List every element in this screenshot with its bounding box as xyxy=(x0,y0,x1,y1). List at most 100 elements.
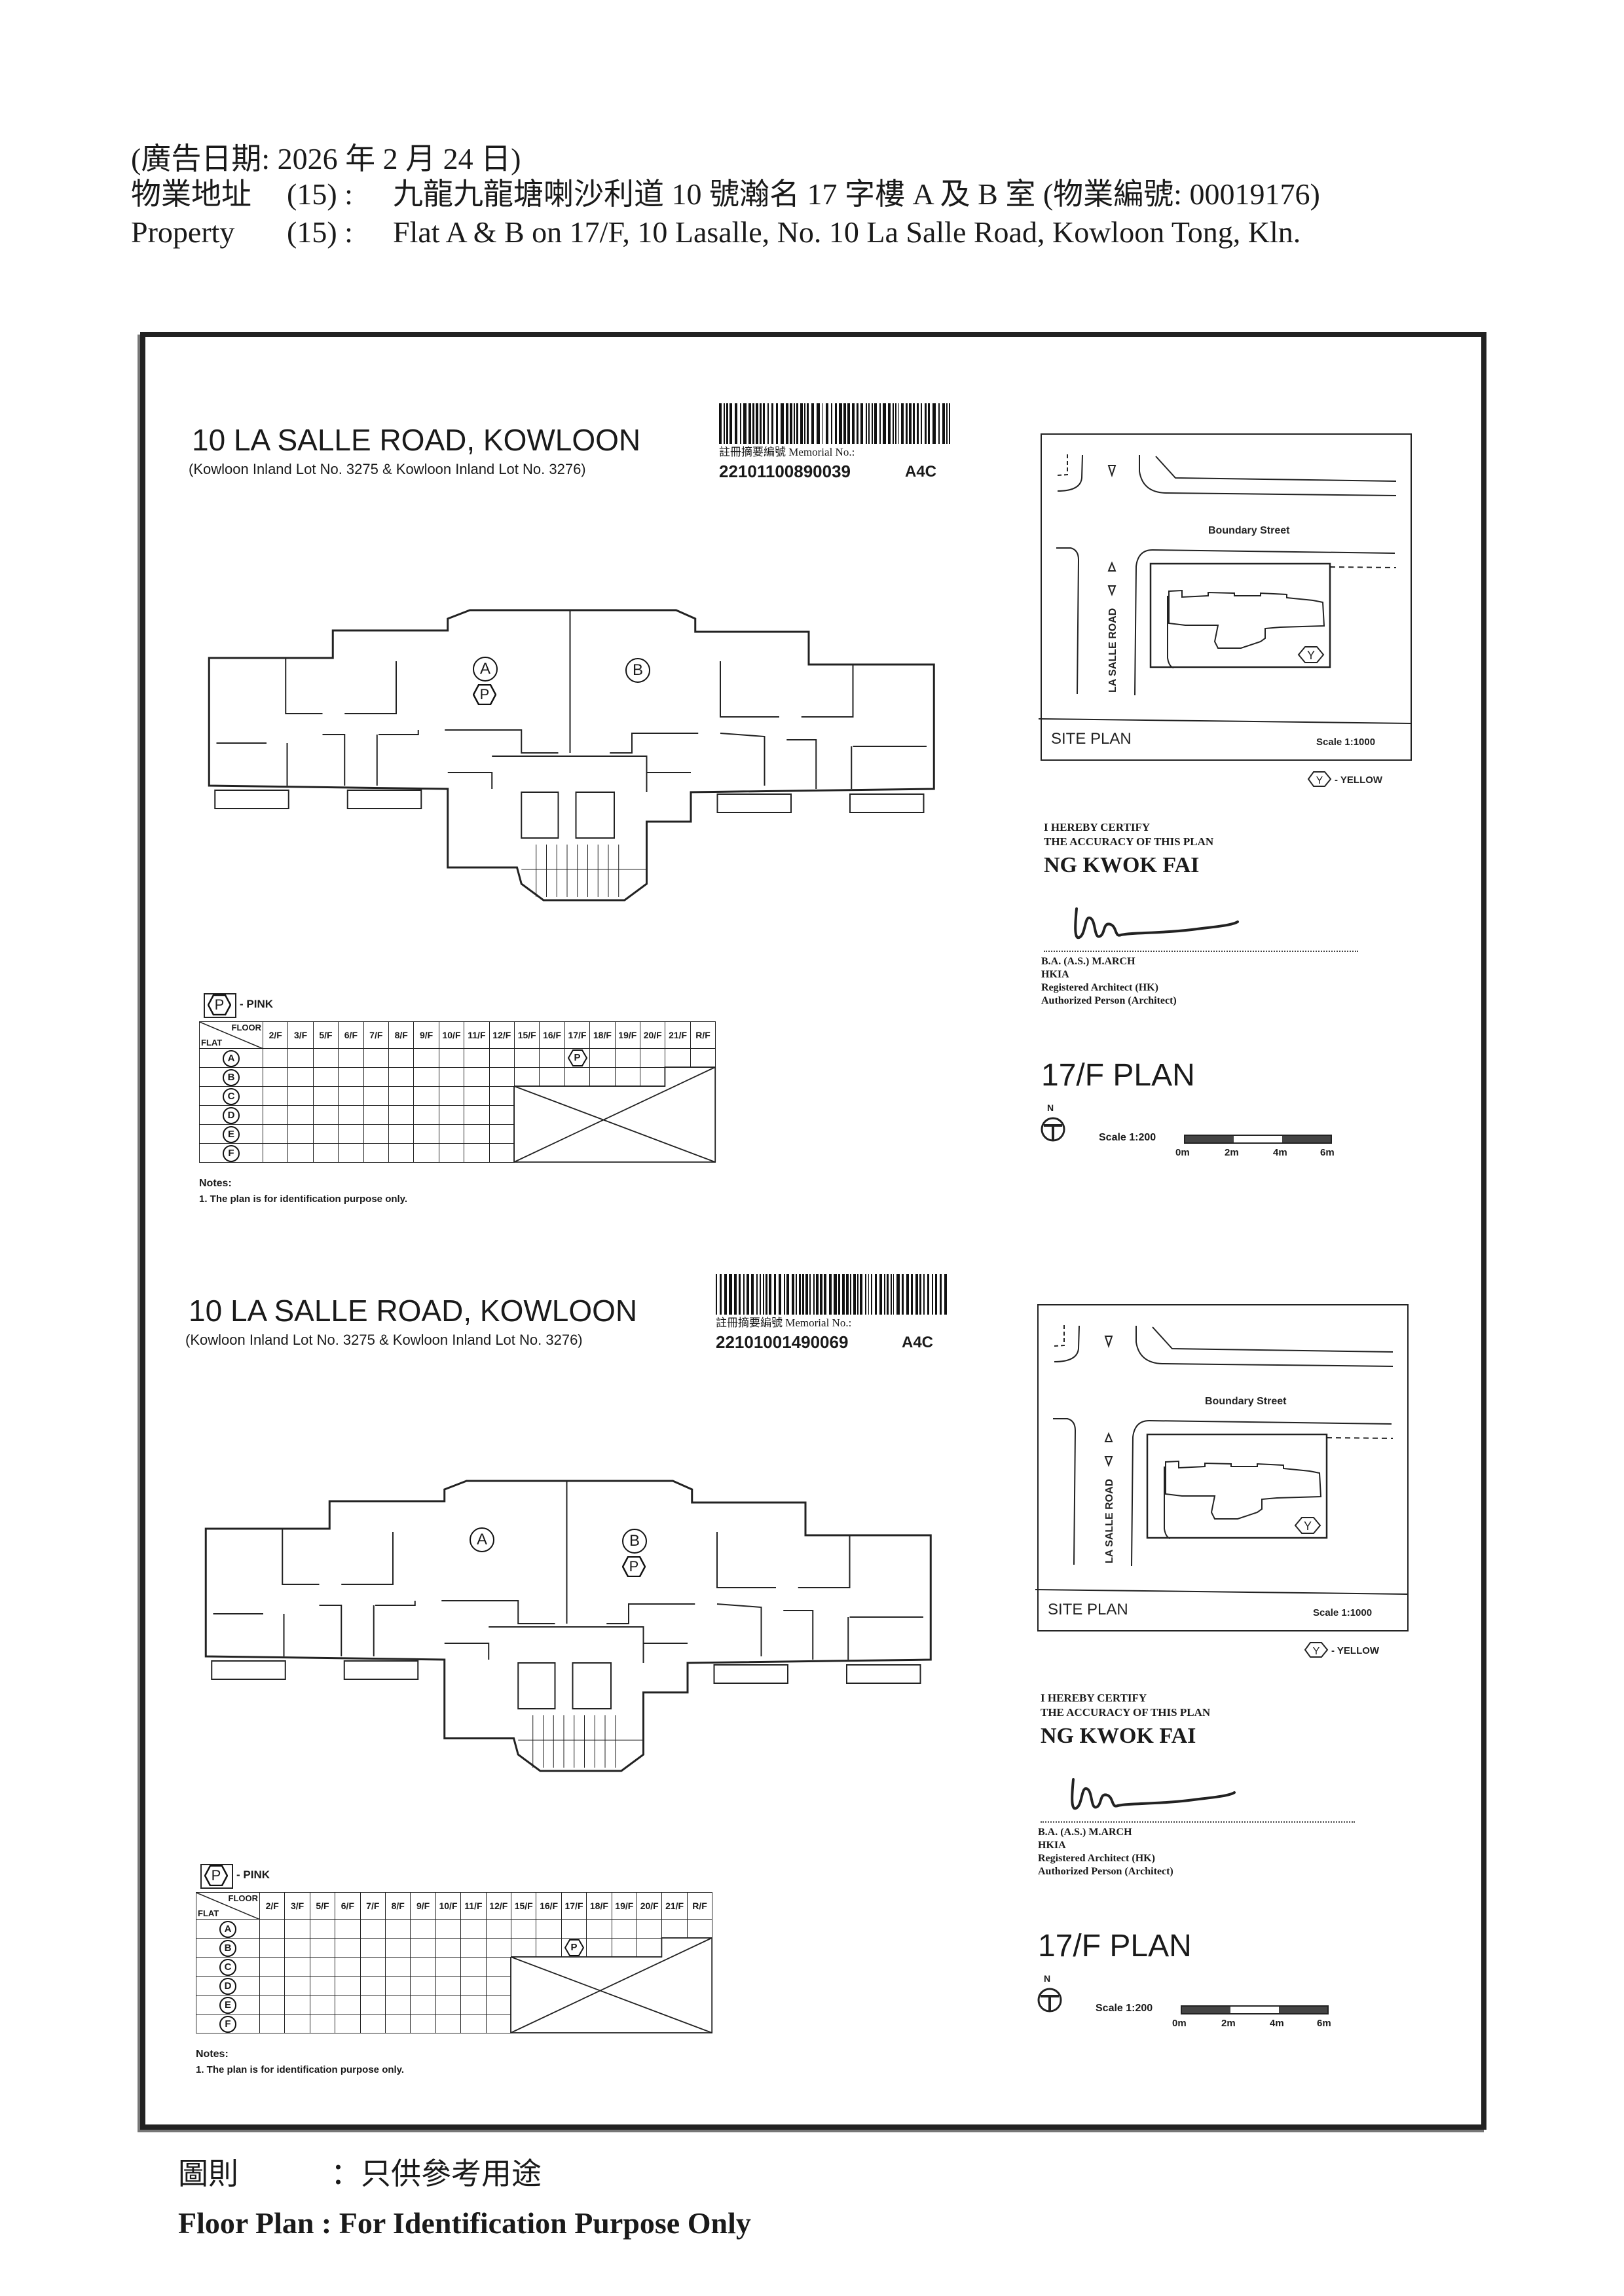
pink-legend-box: P xyxy=(200,1864,233,1889)
barcode-bar xyxy=(809,1274,811,1315)
barcode-bar xyxy=(813,1274,815,1315)
barcode-bar xyxy=(911,1274,913,1315)
architect-qualification-4: Authorized Person (Architect) xyxy=(1041,995,1177,1006)
barcode-bar xyxy=(893,1274,895,1315)
scale-bar xyxy=(1184,1135,1332,1144)
boundary-street-label: Boundary Street xyxy=(1205,1396,1287,1407)
barcode-bar xyxy=(849,1274,851,1315)
site-plan-scale: Scale 1:1000 xyxy=(1316,737,1375,748)
flat-circle-label: A xyxy=(219,1921,236,1938)
north-label: N xyxy=(1044,1973,1051,1984)
address-zh-label: 物業地址 xyxy=(131,177,251,211)
pink-legend-letter: P xyxy=(211,1867,221,1884)
barcode-bar xyxy=(793,403,796,444)
barcode-bar xyxy=(944,1274,947,1315)
notes-title: Notes: xyxy=(196,2049,229,2060)
barcode-bar xyxy=(859,1274,862,1315)
table-corner-floor: FLOOR xyxy=(231,1023,262,1032)
table-corner-flat: FLAT xyxy=(201,1038,223,1048)
building-title: 10 LA SALLE ROAD, KOWLOON xyxy=(189,1294,638,1328)
drawing-scale: Scale 1:200 xyxy=(1099,1132,1156,1143)
scale-tick-2: 2m xyxy=(1225,1147,1239,1158)
barcode-bar xyxy=(791,1274,794,1315)
flat-circle-label: E xyxy=(223,1126,240,1143)
barcode-bar xyxy=(868,403,870,444)
barcode-bar xyxy=(879,403,881,444)
barcode-bar xyxy=(838,1274,841,1315)
barcode-bar xyxy=(729,1274,732,1315)
barcode-bar xyxy=(816,1274,819,1315)
memorial-label: 註冊摘要編號 Memorial No.: xyxy=(719,446,855,459)
site-plan: Boundary Street LA SALLE ROAD SITE PLAN … xyxy=(1038,433,1412,787)
footer-zh-value: ：只供參考用途 xyxy=(331,2157,542,2191)
barcode-bar xyxy=(927,403,931,444)
barcode-bar xyxy=(756,1274,758,1315)
barcode-bar xyxy=(886,1274,889,1315)
north-arrow-icon xyxy=(1037,1988,1062,2013)
barcode-bar xyxy=(755,403,759,444)
barcode-bar xyxy=(846,1274,849,1315)
lot-number: (Kowloon Inland Lot No. 3275 & Kowloon I… xyxy=(185,1332,583,1348)
barcode-bar xyxy=(843,403,847,444)
flat-a-label: A xyxy=(473,657,498,682)
barcode-bar xyxy=(839,403,842,444)
site-plan-scale: Scale 1:1000 xyxy=(1313,1607,1372,1618)
flat-circle-label: E xyxy=(219,1997,236,2014)
barcode-bar xyxy=(857,1274,858,1315)
memorial-label-zh: 註冊摘要編號 xyxy=(719,446,786,458)
property-en-value: Flat A & B on 17/F, 10 Lasalle, No. 10 L… xyxy=(393,215,1301,249)
table-corner-flat: FLAT xyxy=(198,1908,219,1918)
memorial-number: 22101100890039 xyxy=(719,462,851,481)
plan-code: A4C xyxy=(902,1334,934,1351)
signature-line xyxy=(1041,1821,1355,1823)
footer-en: Floor Plan : For Identification Purpose … xyxy=(178,2206,751,2240)
not-applicable-cross xyxy=(513,1066,716,1163)
certify-line-1: I HEREBY CERTIFY xyxy=(1041,1692,1147,1704)
not-applicable-cross xyxy=(510,1937,713,2033)
barcode-bar xyxy=(860,403,863,444)
memorial-number: 22101001490069 xyxy=(716,1332,849,1352)
barcode-bar xyxy=(786,1274,789,1315)
flat-circle-label: F xyxy=(219,2016,236,2033)
north-label: N xyxy=(1047,1102,1054,1113)
barcode-bar xyxy=(883,403,886,444)
barcode-bar xyxy=(868,1274,870,1315)
barcode-bar xyxy=(946,403,948,444)
barcode-bar xyxy=(896,1274,900,1315)
barcode-bar xyxy=(748,403,752,444)
signature xyxy=(1074,907,1239,939)
barcode-bar xyxy=(738,1274,741,1315)
memorial-label-zh: 註冊摘要編號 xyxy=(716,1317,783,1329)
barcode-bar xyxy=(919,1274,921,1315)
lot-number: (Kowloon Inland Lot No. 3275 & Kowloon I… xyxy=(189,461,586,477)
yellow-marker-letter: Y xyxy=(1307,649,1315,662)
scale-tick-6: 6m xyxy=(1317,2018,1331,2029)
barcode-bar xyxy=(726,403,728,444)
barcode-bar xyxy=(934,1274,938,1315)
barcode-bar xyxy=(834,403,838,444)
scale-tick-0: 0m xyxy=(1175,1147,1190,1158)
flat-circle-label: D xyxy=(219,1978,236,1995)
flat-b-label: B xyxy=(622,1529,647,1554)
barcode-bar xyxy=(783,1274,786,1315)
site-plan-title: SITE PLAN xyxy=(1048,1601,1128,1618)
barcode-bar xyxy=(921,403,922,444)
architect-qualification-3: Registered Architect (HK) xyxy=(1038,1853,1155,1864)
barcode-bar xyxy=(898,403,900,444)
barcode-bar xyxy=(908,403,912,444)
yellow-marker-hexagon-icon xyxy=(1294,1517,1321,1534)
architect-qualification-1: B.A. (A.S.) M.ARCH xyxy=(1041,956,1135,967)
floor-plan-title: 17/F PLAN xyxy=(1038,1929,1192,1963)
barcode-bar xyxy=(927,1274,929,1315)
architect-qualification-3: Registered Architect (HK) xyxy=(1041,982,1158,993)
hexagon-icon xyxy=(208,994,231,1015)
architect-qualification-2: HKIA xyxy=(1038,1840,1066,1851)
pink-legend-text: - PINK xyxy=(236,1868,270,1881)
barcode-bar xyxy=(779,1274,781,1315)
yellow-legend-hexagon-icon xyxy=(1304,1642,1329,1658)
barcode-bar xyxy=(767,403,769,444)
barcode-bar xyxy=(735,403,737,444)
barcode-bar xyxy=(733,1274,737,1315)
barcode-bar xyxy=(743,1274,745,1315)
